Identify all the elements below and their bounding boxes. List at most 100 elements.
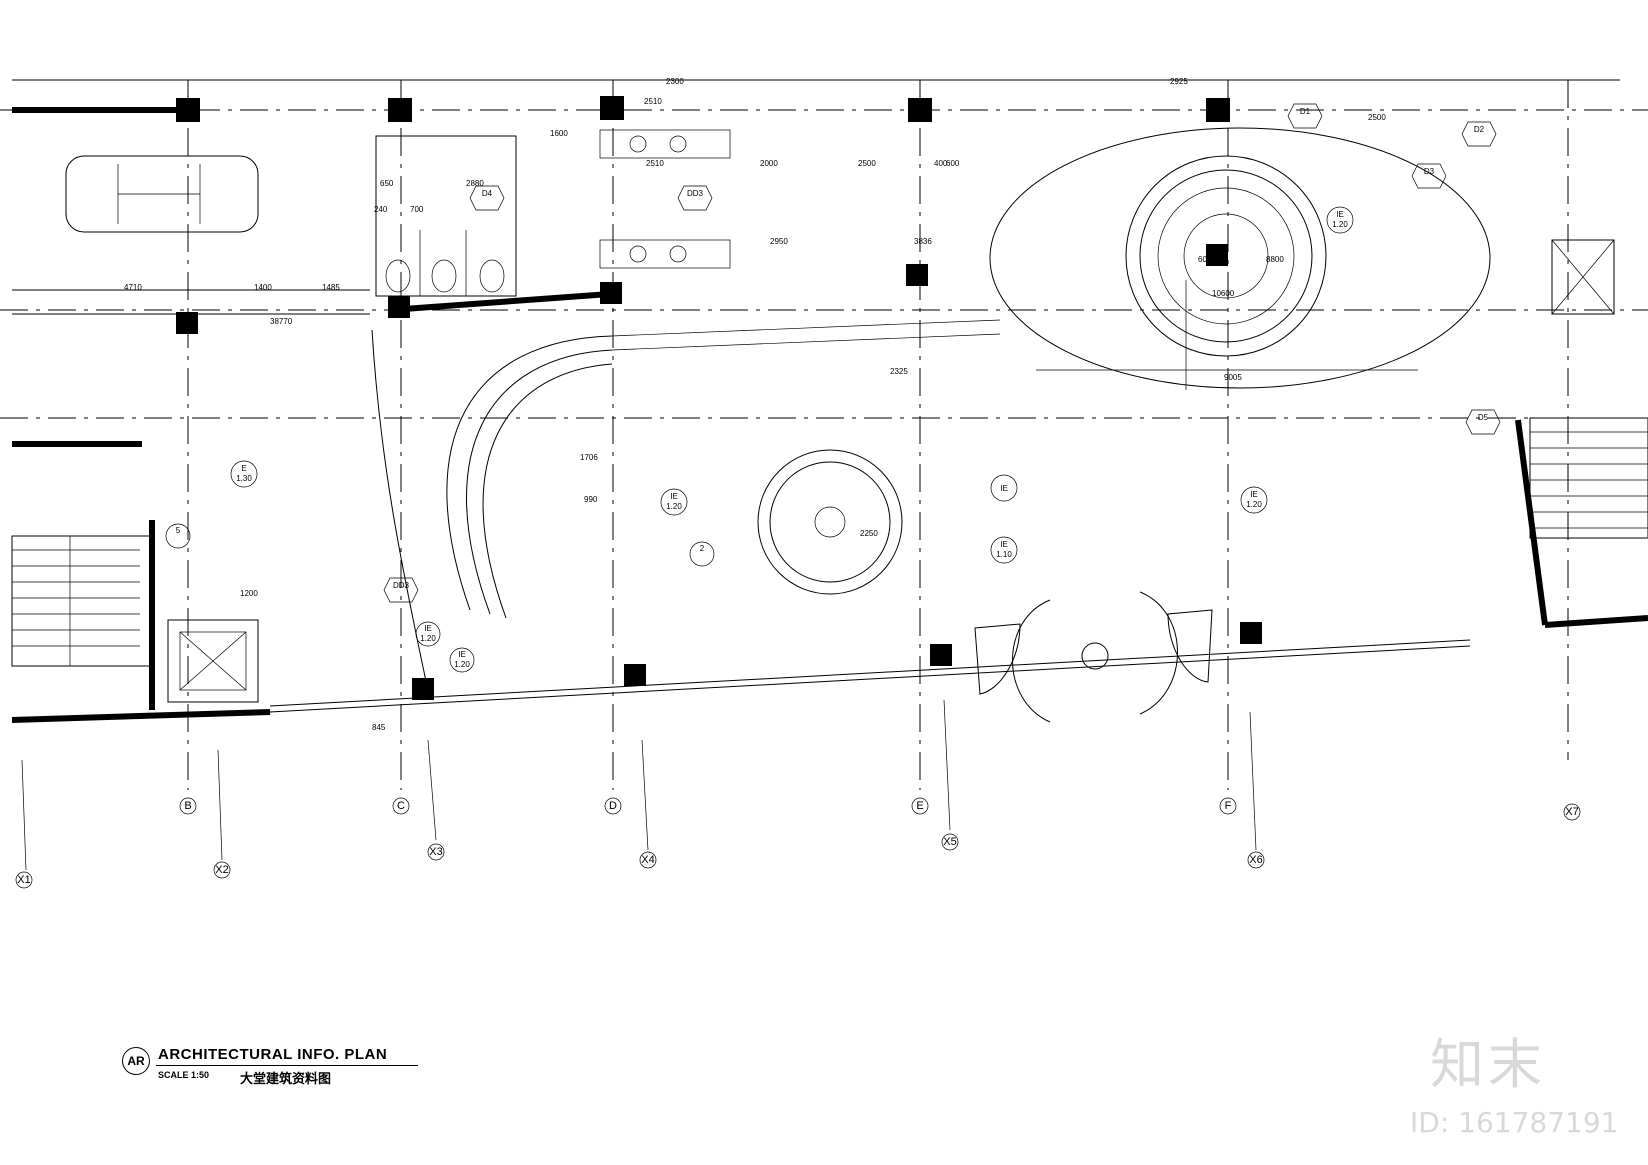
curved-wall	[371, 319, 1001, 701]
dim-2300: 2300	[666, 77, 684, 86]
dim-3836: 3836	[914, 237, 932, 246]
dim-1706: 1706	[580, 453, 598, 462]
round-feature	[757, 449, 903, 595]
dim-400: 400	[934, 159, 948, 168]
tag-dd3: DD3	[677, 185, 713, 211]
svg-text:1.20: 1.20	[454, 660, 470, 669]
dim-600: 600	[946, 159, 960, 168]
columns	[176, 96, 1262, 700]
tag-ie-2: IE 1.20	[1240, 486, 1268, 514]
watermark-id: ID: 161787191	[1410, 1106, 1619, 1139]
left-stair	[11, 441, 155, 710]
tag-d5: D5	[1465, 409, 1501, 435]
grid-label-e: E	[916, 800, 923, 812]
svg-text:1.20: 1.20	[1332, 220, 1348, 229]
grid-label-d: D	[609, 800, 617, 812]
grid-bubbles: X1 B X2 C X3 D X4 E X5 F X6 X7	[15, 797, 1581, 889]
tag-ie-1: IE 1.20	[660, 488, 688, 516]
svg-text:IE: IE	[1250, 490, 1258, 499]
tag-ie-5: IE 1.20	[1326, 206, 1354, 234]
drawing-badge: AR	[122, 1047, 150, 1075]
grid-leaders	[21, 699, 1257, 871]
tag-d1: D1	[1287, 103, 1323, 129]
tag-d2: D2	[1461, 121, 1497, 147]
svg-text:D5: D5	[1478, 413, 1489, 422]
svg-text:1.10: 1.10	[996, 550, 1012, 559]
dim-990: 990	[584, 495, 598, 504]
detail-tags: D1 D2 D3 D4 D5 DD3 DD3 IE 1.20	[165, 103, 1501, 673]
grid-label-x3: X3	[429, 846, 442, 858]
dim-650: 650	[380, 179, 394, 188]
grid-label-b: B	[184, 800, 191, 812]
dim-2000: 2000	[760, 159, 778, 168]
car-symbol	[65, 155, 259, 233]
dim-2325: 2325	[890, 367, 908, 376]
revolving-door	[974, 591, 1213, 723]
dim-2510-top: 2510	[644, 97, 662, 106]
svg-text:1.20: 1.20	[420, 634, 436, 643]
title-underline	[156, 1065, 418, 1066]
svg-text:1.20: 1.20	[1246, 500, 1262, 509]
dim-240: 240	[374, 205, 388, 214]
right-stair	[1515, 239, 1648, 626]
tag-e: E 1.30	[230, 460, 258, 488]
dim-1485: 1485	[322, 283, 340, 292]
left-elevator	[167, 619, 259, 703]
dim-6000: 6000	[1198, 255, 1216, 264]
tag-ie-7: IE 1.20	[449, 647, 475, 673]
dim-1400: 1400	[254, 283, 272, 292]
svg-text:IE: IE	[1000, 540, 1008, 549]
dim-700: 700	[410, 205, 424, 214]
dim-2950: 2950	[770, 237, 788, 246]
tag-d3: D3	[1411, 163, 1447, 189]
dim-10600: 10600	[1212, 289, 1235, 298]
facade-line-2	[269, 645, 1471, 713]
tag-d4: D4	[469, 185, 505, 211]
svg-text:D1: D1	[1300, 107, 1311, 116]
dim-4710: 4710	[124, 283, 142, 292]
svg-text:1.30: 1.30	[236, 474, 252, 483]
dim-2500-right: 2500	[1368, 113, 1386, 122]
dim-2880: 2880	[466, 179, 484, 188]
svg-text:E: E	[241, 464, 246, 473]
grid-label-c: C	[397, 800, 405, 812]
watermark-logo: 知末	[1430, 1033, 1546, 1096]
svg-text:1.20: 1.20	[666, 502, 682, 511]
oval-lobby	[989, 127, 1491, 390]
grid-label-x1: X1	[17, 874, 30, 886]
tag-dd3-lower: DD3	[383, 577, 419, 603]
svg-text:IE: IE	[670, 492, 678, 501]
svg-text:5: 5	[176, 526, 181, 535]
grid-label-x7: X7	[1565, 806, 1578, 818]
svg-text:IE: IE	[458, 650, 466, 659]
grid-label-x5: X5	[943, 836, 956, 848]
svg-text:DD3: DD3	[393, 581, 410, 590]
grid-label-x6: X6	[1249, 854, 1262, 866]
grid-label-x2: X2	[215, 864, 228, 876]
svg-text:IE: IE	[1000, 484, 1008, 493]
toilet-block	[375, 129, 731, 297]
tag-5: 5	[165, 523, 191, 549]
dim-2500: 2500	[858, 159, 876, 168]
svg-text:D2: D2	[1474, 125, 1485, 134]
drawing-title-cn: 大堂建筑资料图	[240, 1072, 332, 1087]
tag-ie-4: IE	[990, 474, 1018, 502]
dim-2250: 2250	[860, 529, 878, 538]
dim-38770: 38770	[270, 317, 293, 326]
svg-text:D4: D4	[482, 189, 493, 198]
corridor-wall	[389, 291, 611, 313]
dim-1600: 1600	[550, 129, 568, 138]
svg-text:2: 2	[700, 544, 705, 553]
dim-8800: 8800	[1266, 255, 1284, 264]
grid-label-x4: X4	[641, 854, 654, 866]
bottom-right-wall	[1544, 615, 1648, 628]
tag-ie-3: IE 1.10	[990, 536, 1018, 564]
drawing-scale: SCALE 1:50	[158, 1070, 210, 1080]
facade-line-1	[269, 639, 1471, 707]
dim-2925: 2925	[1170, 77, 1188, 86]
dim-9005: 9005	[1224, 373, 1242, 382]
tag-ie-6: IE 1.20	[415, 621, 441, 647]
svg-text:IE: IE	[424, 624, 432, 633]
bottom-left-wall	[11, 709, 271, 723]
